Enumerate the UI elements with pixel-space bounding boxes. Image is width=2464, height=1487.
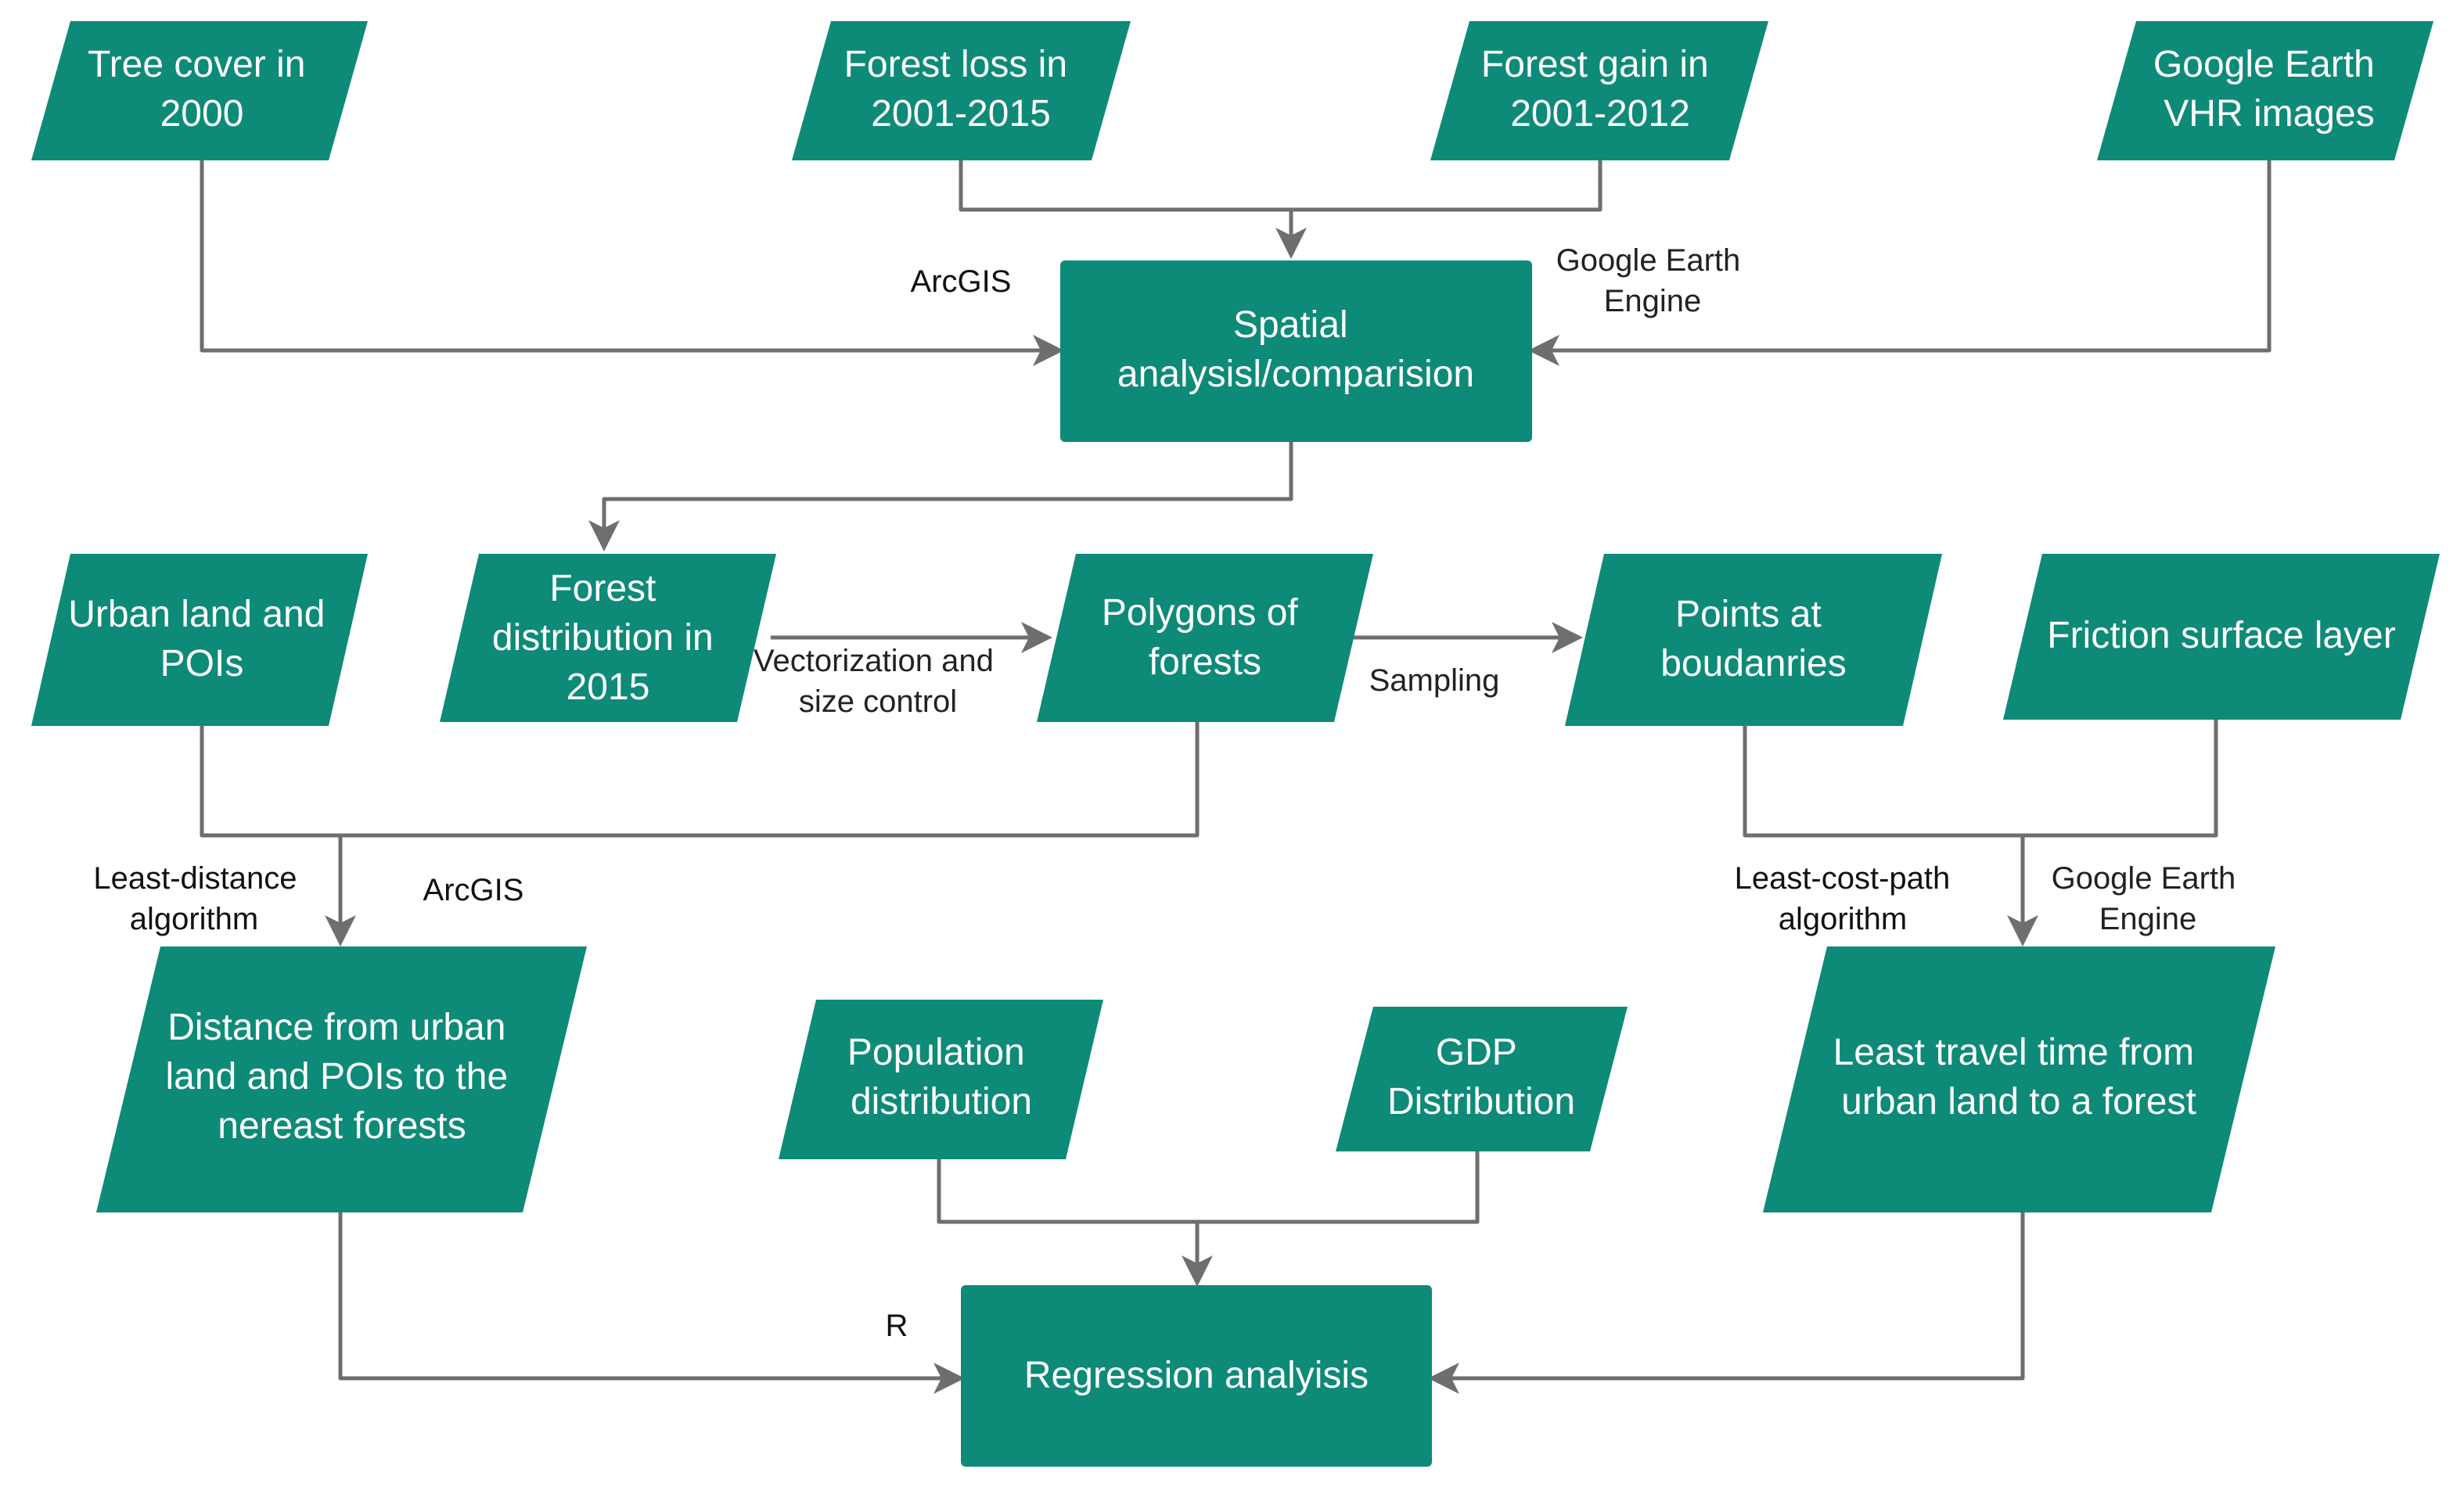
node-population: Population distribution — [779, 1000, 1103, 1159]
edge-label-arcgis-mid: ArcGIS — [423, 873, 524, 907]
node-forest-loss: Forest loss in 2001-2015 — [792, 21, 1131, 160]
edge-urban-land-to-distance — [200, 726, 356, 946]
node-urban-land-pois-label: Urban land and POIs — [68, 594, 336, 684]
node-google-earth-vhr: Google Earth VHR images — [2097, 21, 2433, 160]
node-least-travel-label: Least travel time from urban land to a f… — [1833, 1032, 2205, 1122]
node-tree-cover-label: Tree cover in 2000 — [88, 44, 316, 135]
node-polygons-label: Polygons of forests — [1102, 592, 1308, 683]
edge-least-travel-to-regression — [1428, 1212, 2025, 1394]
edge-label-gee-top: Google Earth Engine — [1556, 243, 1750, 318]
node-gdp-label: GDP Distribution — [1387, 1032, 1575, 1122]
node-population-label: Population distribution — [847, 1032, 1035, 1122]
edge-friction-to-least-travel — [2023, 720, 2218, 838]
node-friction-surface: Friction surface layer — [2003, 554, 2440, 720]
node-forest-gain-label: Forest gain in 2001-2012 — [1481, 44, 1719, 135]
edge-label-r: R — [886, 1309, 908, 1343]
node-regression-label: Regression analyisis — [1024, 1355, 1369, 1396]
node-regression: Regression analyisis — [961, 1285, 1432, 1467]
node-forest-distribution: Forest distribution in 2015 — [440, 554, 776, 722]
node-points-boundaries-label: Points at boudanries — [1660, 594, 1847, 684]
edge-forest-gain-to-spatial — [1291, 160, 1602, 212]
edge-label-sampling: Sampling — [1369, 663, 1500, 698]
edge-spatial-to-forest-distribution — [588, 442, 1293, 551]
edge-distance-to-regression — [338, 1212, 965, 1394]
edge-polygons-to-distance — [340, 722, 1200, 838]
edge-label-least-distance: Least-distance algorithm — [93, 861, 305, 936]
node-points-boundaries: Points at boudanries — [1565, 554, 1942, 726]
edge-population-to-regression — [937, 1159, 1213, 1287]
node-distance-urban-label: Distance from urban land and POIs to the… — [166, 1007, 519, 1147]
edge-forest-loss-to-spatial — [959, 160, 1307, 259]
edge-label-least-cost-path: Least-cost-path algorithm — [1735, 861, 1959, 936]
connectors — [200, 160, 2272, 1394]
node-forest-gain: Forest gain in 2001-2012 — [1430, 21, 1768, 160]
node-forest-distribution-label: Forest distribution in 2015 — [492, 568, 724, 708]
edge-vhr-to-spatial — [1528, 160, 2272, 366]
node-distance-urban: Distance from urban land and POIs to the… — [96, 946, 587, 1212]
edge-label-arcgis-top: ArcGIS — [911, 264, 1012, 299]
node-urban-land-pois: Urban land and POIs — [31, 554, 368, 726]
edge-gdp-to-regression — [1197, 1151, 1480, 1224]
node-least-travel: Least travel time from urban land to a f… — [1763, 946, 2275, 1212]
edge-label-gee-mid: Google Earth Engine — [2052, 861, 2245, 936]
node-spatial-analysis: Spatial analysisl/comparision — [1060, 260, 1532, 442]
edge-tree-cover-to-spatial — [200, 160, 1064, 366]
node-forest-loss-label: Forest loss in 2001-2015 — [844, 44, 1078, 135]
node-gdp: GDP Distribution — [1336, 1007, 1628, 1151]
edge-points-to-least-travel — [1743, 726, 2038, 946]
node-tree-cover: Tree cover in 2000 — [31, 21, 368, 160]
node-google-earth-vhr-label: Google Earth VHR images — [2153, 44, 2385, 135]
node-spatial-analysis-label: Spatial analysisl/comparision — [1117, 304, 1474, 395]
edge-label-vectorization: Vectorization and size control — [754, 644, 1002, 719]
node-polygons: Polygons of forests — [1037, 554, 1373, 722]
node-friction-surface-label: Friction surface layer — [2047, 615, 2395, 656]
